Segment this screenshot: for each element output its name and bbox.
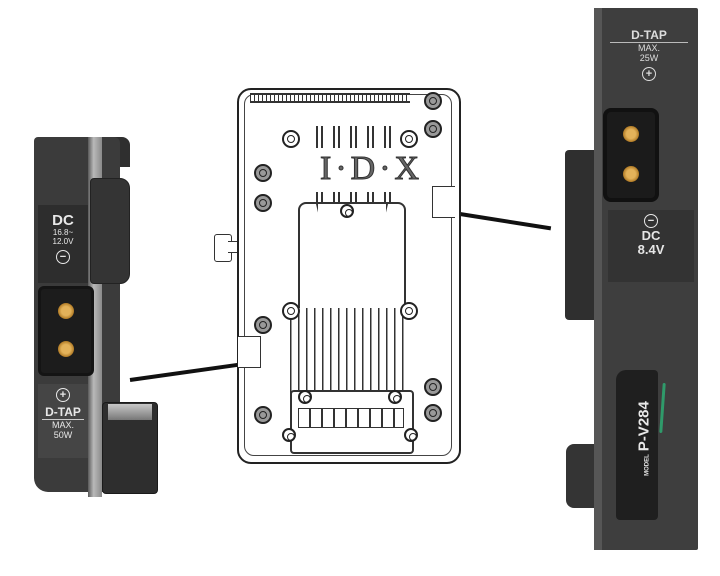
screw-icon xyxy=(282,428,296,442)
right-dtap-title: D-TAP xyxy=(610,28,688,43)
screw-icon xyxy=(404,428,418,442)
right-dtap-max: MAX. xyxy=(637,43,660,53)
plus-circle-icon: + xyxy=(56,388,70,402)
screw-icon xyxy=(254,194,272,212)
model-plate xyxy=(616,370,658,520)
idx-logo: I·D·X xyxy=(319,150,424,188)
left-dc-voltage-1: 16.8~ xyxy=(52,228,74,237)
screw-icon xyxy=(282,302,300,320)
connector-pin-icon xyxy=(623,166,639,182)
right-dtap-label: D-TAP MAX. 25W + xyxy=(604,26,694,94)
right-device-side-block xyxy=(565,150,599,320)
screw-icon xyxy=(424,404,442,422)
model-name: P-V284 xyxy=(635,401,653,452)
connector-pin-icon xyxy=(623,126,639,142)
screw-icon xyxy=(400,130,418,148)
left-dtap-connector xyxy=(38,286,94,376)
minus-circle-icon: − xyxy=(644,214,658,228)
model-prefix: MODEL xyxy=(644,454,651,476)
right-dc-title: DC xyxy=(641,228,661,243)
left-dc-title: DC xyxy=(52,212,74,229)
connector-pin-icon xyxy=(58,341,74,357)
plate-ribs xyxy=(290,308,410,398)
screw-icon xyxy=(254,164,272,182)
vent-slots-top xyxy=(316,126,400,148)
left-dtap-title: D-TAP xyxy=(42,405,84,420)
screw-icon xyxy=(282,130,300,148)
leader-line-left xyxy=(129,362,240,382)
right-dtap-connector xyxy=(603,108,659,202)
vent-slots-middle xyxy=(316,192,400,202)
screw-icon xyxy=(400,302,418,320)
terminal-contacts xyxy=(298,408,404,428)
right-dc-label: − DC 8.4V xyxy=(608,210,694,282)
right-device-edge xyxy=(594,8,602,550)
model-label: MODEL P-V284 xyxy=(636,399,653,479)
screw-icon xyxy=(340,204,354,218)
right-dc-voltage: 8.4V xyxy=(637,242,665,257)
left-device-clip-highlight xyxy=(108,404,152,420)
screw-icon xyxy=(424,378,442,396)
screw-icon xyxy=(388,390,402,404)
left-dtap-label: + D-TAP MAX. 50W xyxy=(38,384,88,458)
left-dc-label: DC 16.8~ 12.0V − xyxy=(38,205,88,283)
leader-line-right xyxy=(459,212,552,231)
screw-icon xyxy=(298,390,312,404)
screw-icon xyxy=(254,316,272,334)
screw-icon xyxy=(254,406,272,424)
plus-circle-icon: + xyxy=(642,67,656,81)
left-device-side-tab xyxy=(90,178,130,284)
minus-circle-icon: − xyxy=(56,250,70,264)
connector-pin-icon xyxy=(58,303,74,319)
left-dtap-max: MAX. xyxy=(51,420,74,430)
left-rail-notch xyxy=(238,336,261,368)
left-dtap-watt: 50W xyxy=(53,430,73,440)
screw-icon xyxy=(424,120,442,138)
plate-top-strip xyxy=(250,93,410,103)
left-dc-voltage-2: 12.0V xyxy=(52,237,74,246)
right-rail-notch xyxy=(432,186,455,218)
right-dtap-watt: 25W xyxy=(639,53,659,63)
screw-icon xyxy=(424,92,442,110)
